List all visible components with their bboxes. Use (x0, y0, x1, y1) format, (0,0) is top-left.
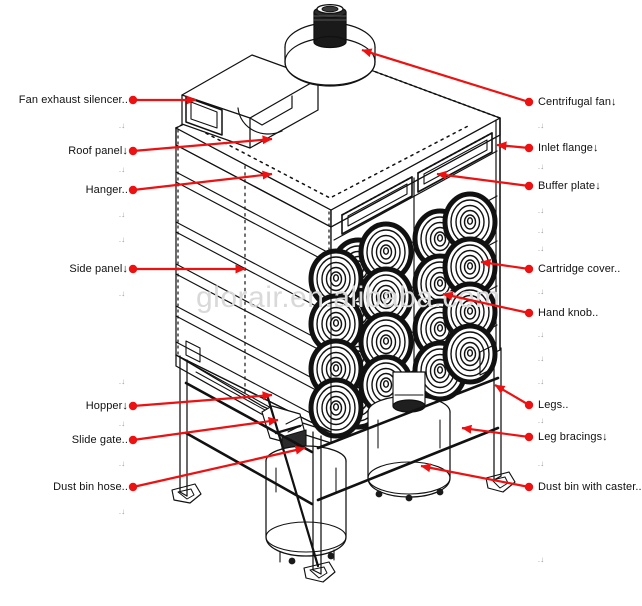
callout-centrifugal-fan-dot (524, 97, 534, 107)
callout-hanger-label: Hanger.. (85, 184, 128, 196)
callout-spacer-mark: .↓ (537, 377, 545, 386)
callout-spacer-mark: .↓ (118, 235, 126, 244)
callout-slide-gate-leader (132, 416, 279, 442)
callout-spacer-mark: .↓ (537, 555, 545, 564)
callout-centrifugal-fan-leader (361, 48, 530, 104)
callout-cartridge-cover-dot (524, 264, 534, 274)
callout-slide-gate-dot (128, 435, 138, 445)
callout-spacer-mark: .↓ (118, 210, 126, 219)
callout-hand-knob-dot (524, 308, 534, 318)
callout-spacer-mark: .↓ (537, 287, 545, 296)
callout-dust-bin-hose-leader (132, 445, 306, 489)
callout-spacer-mark: .↓ (118, 507, 126, 516)
callout-dust-bin-hose-label: Dust bin hose.. (53, 481, 128, 493)
callout-hopper-label: Hopper↓ (85, 400, 128, 412)
callout-spacer-mark: .↓ (537, 226, 545, 235)
callout-spacer-mark: .↓ (537, 244, 545, 253)
callout-buffer-plate-leader (436, 170, 530, 188)
callout-leg-bracings-leader (461, 424, 530, 439)
callout-buffer-plate-dot (524, 181, 534, 191)
callout-inlet-flange-leader (496, 141, 530, 151)
callout-legs-label: Legs.. (538, 399, 569, 411)
callout-spacer-mark: .↓ (118, 165, 126, 174)
callout-roof-panel-leader (132, 135, 273, 153)
callout-centrifugal-fan-label: Centrifugal fan↓ (538, 96, 617, 108)
callout-hopper-dot (128, 401, 138, 411)
callout-side-panel-label: Side panel↓ (69, 263, 128, 275)
callout-dust-bin-with-caster-label: Dust bin with caster.. (538, 481, 642, 493)
callout-legs-dot (524, 400, 534, 410)
callout-fan-exhaust-silencer-dot (128, 95, 138, 105)
callout-cartridge-cover-leader (480, 258, 530, 271)
callout-leg-bracings-dot (524, 432, 534, 442)
callout-spacer-mark: .↓ (118, 289, 126, 298)
callout-side-panel-dot (128, 264, 138, 274)
callout-spacer-mark: .↓ (537, 416, 545, 425)
callout-legs-leader (494, 384, 530, 406)
callout-buffer-plate-label: Buffer plate↓ (538, 180, 601, 192)
callout-hand-knob-label: Hand knob.. (538, 307, 599, 319)
callout-hand-knob-leader (442, 291, 530, 315)
callout-spacer-mark: .↓ (537, 330, 545, 339)
callout-spacer-mark: .↓ (118, 419, 126, 428)
callout-dust-bin-with-caster-dot (524, 482, 534, 492)
callout-spacer-mark: .↓ (537, 162, 545, 171)
callout-roof-panel-dot (128, 146, 138, 156)
callout-fan-exhaust-silencer-label: Fan exhaust silencer.. (18, 94, 128, 106)
callout-spacer-mark: .↓ (537, 354, 545, 363)
callout-inlet-flange-dot (524, 143, 534, 153)
callout-spacer-mark: .↓ (537, 121, 545, 130)
callout-slide-gate-label: Slide gate.. (71, 434, 128, 446)
callout-spacer-mark: .↓ (537, 206, 545, 215)
callout-spacer-mark: .↓ (118, 121, 126, 130)
callout-inlet-flange-label: Inlet flange↓ (538, 142, 599, 154)
callout-cartridge-cover-label: Cartridge cover.. (538, 263, 621, 275)
callout-hanger-dot (128, 185, 138, 195)
callout-spacer-mark: .↓ (118, 459, 126, 468)
callout-dust-bin-with-caster-leader (420, 463, 530, 489)
callout-leg-bracings-label: Leg bracings↓ (538, 431, 608, 443)
callout-hopper-leader (132, 391, 273, 408)
callout-spacer-mark: .↓ (118, 377, 126, 386)
callout-hanger-leader (132, 170, 273, 192)
callout-dust-bin-hose-dot (128, 482, 138, 492)
callout-roof-panel-label: Roof panel↓ (68, 145, 128, 157)
callout-spacer-mark: .↓ (537, 459, 545, 468)
